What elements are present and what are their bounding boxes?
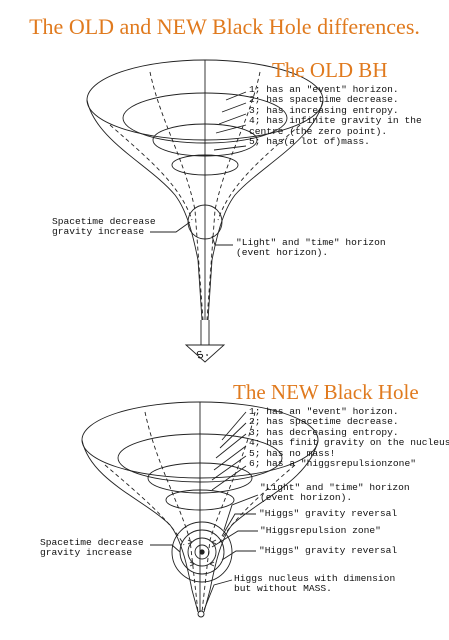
new-event-horizon [171, 521, 233, 583]
new-bh-property: 4; has finit gravity on the nucleus [249, 437, 449, 449]
old-bh-property: 2; has spacetime decrease. [249, 94, 399, 106]
new-higgs-repulsion-zone [187, 537, 217, 567]
new-bh-property: 3; has decreasing entropy. [249, 426, 399, 438]
new-bh-heading: The NEW Black Hole [233, 380, 419, 404]
new-bh-property: 2; has spacetime decrease. [249, 416, 399, 428]
old-throat [200, 320, 210, 345]
new-pointer-horizon [223, 494, 259, 531]
new-zone-arrow [187, 539, 217, 567]
old-pointer-left [150, 221, 191, 233]
new-reversal-bottom-label: "Higgs" gravity reversal [259, 545, 398, 556]
old-bh-property-list: 1; has an "event" horizon. 2; has spacet… [249, 84, 422, 148]
old-funnel-meridian [149, 71, 204, 321]
old-bh-property: 5; has(a lot of)mass. [249, 136, 370, 148]
old-funnel-meridian [109, 124, 193, 221]
new-bh-property: 1; has an "event" horizon. [249, 406, 399, 417]
new-pointer-reversal-bottom [221, 550, 256, 561]
old-bh-property: 1; has an "event" horizon. [249, 84, 399, 95]
new-horizon-line1: "Light" and "time" horizon [260, 482, 410, 493]
old-pointer-horizon [211, 235, 233, 246]
page-title: The OLD and NEW Black Hole differences. [29, 14, 420, 39]
new-repulsion-zone-label: "Higgsrepulsion zone" [260, 525, 381, 536]
new-spacetime-label: Spacetime decrease gravity increase [40, 537, 144, 559]
old-bh-property: 3; has increasing entropy. [249, 104, 399, 116]
old-bh-heading: The OLD BH [272, 58, 388, 82]
new-funnel-meridian [217, 464, 296, 546]
old-singularity-arrow [184, 344, 226, 363]
new-pointer-list [211, 411, 247, 491]
old-spacetime-line1: Spacetime decrease [52, 216, 156, 227]
new-horizon-label: "Light" and "time" horizon (event horizo… [260, 482, 410, 504]
new-bh-property-list: 1; has an "event" horizon. 2; has spacet… [249, 406, 449, 470]
old-bh-property: 4; has infinite gravity in the [249, 115, 422, 127]
new-higgs-reversal-inner [194, 544, 210, 560]
old-horizon-line1: "Light" and "time" horizon [236, 237, 386, 248]
old-funnel-wall-left [86, 99, 203, 321]
new-bh-property: 5; has no mass! [249, 447, 336, 459]
old-funnel-meridian [217, 124, 301, 221]
new-bh-property: 6; has a "higgsrepulsionzone" [249, 458, 416, 470]
old-bh-property: centre (the zero point). [249, 125, 388, 137]
new-spacetime-line1: Spacetime decrease [40, 537, 144, 548]
new-nucleus-label: Higgs nucleus with dimension but without… [234, 573, 396, 595]
new-higgs-nucleus [199, 549, 205, 555]
new-pointer-left [150, 544, 181, 553]
new-nucleus-line1: Higgs nucleus with dimension [234, 573, 396, 584]
old-funnel-meridian [206, 71, 261, 321]
new-pointer-repulsion [211, 530, 258, 548]
old-horizon-label: "Light" and "time" horizon (event horizo… [236, 237, 386, 259]
old-funnel-wall-right [207, 99, 324, 321]
new-nucleus-line2: but without MASS. [234, 583, 332, 595]
new-pointer-reversal-top [221, 513, 256, 537]
new-funnel-wall-left [81, 439, 199, 613]
new-reversal-top-label: "Higgs" gravity reversal [259, 508, 398, 519]
old-spacetime-line2: gravity increase [52, 226, 145, 238]
old-event-horizon [187, 204, 223, 240]
old-bh-funnel [86, 59, 324, 363]
new-tip-nucleus [197, 610, 205, 618]
old-pointer-list [213, 91, 247, 151]
new-funnel-meridian [104, 464, 185, 546]
old-horizon-line2: (event horizon). [236, 247, 329, 259]
new-horizon-line2: (event horizon). [260, 492, 353, 504]
new-pointer-nucleus [203, 579, 233, 611]
old-spacetime-label: Spacetime decrease gravity increase [52, 216, 156, 238]
new-spacetime-line2: gravity increase [40, 547, 133, 559]
new-bh-funnel [81, 401, 319, 618]
